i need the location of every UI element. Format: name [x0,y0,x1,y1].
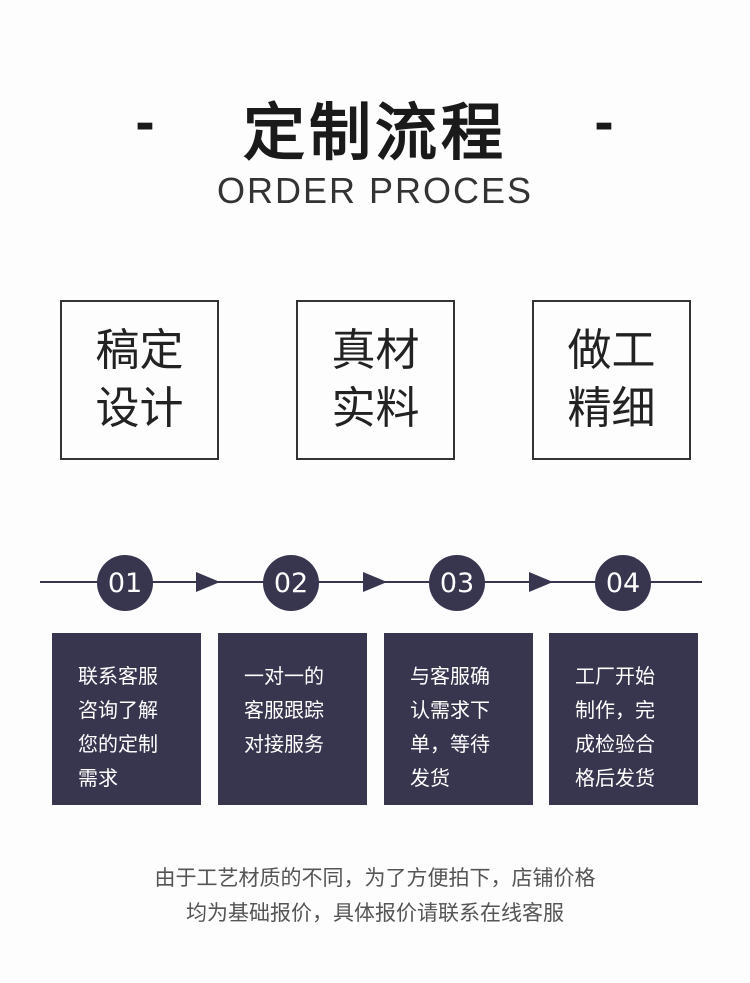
step-card: 与客服确认需求下单，等待发货 [384,633,533,805]
step-card: 联系客服咨询了解您的定制需求 [52,633,201,805]
page-subtitle: ORDER PROCES [216,170,534,211]
step-text: 制作，完 [575,698,655,722]
title-dash-right: - [594,96,614,152]
feature-text: 实料 [331,383,420,434]
step-card: 一对一的客服跟踪对接服务 [218,633,367,805]
step-text: 认需求下 [410,698,490,722]
feature-box: 真材实料 [296,300,455,460]
arrow-right-icon [529,572,553,592]
step-text: 对接服务 [244,732,324,756]
step-card: 工厂开始制作，完成检验合格后发货 [549,633,698,805]
step-text: 需求 [78,766,118,790]
step-text: 您的定制 [78,732,158,756]
step-number-badge: 02 [263,555,319,611]
feature-box: 做工精细 [532,300,691,460]
feature-text: 稿定 [95,325,184,376]
step-number-badge: 03 [429,555,485,611]
feature-text: 设计 [95,383,184,434]
step-text: 发货 [410,766,450,790]
step-text: 客服跟踪 [244,698,324,722]
step-number-badge: 04 [595,555,651,611]
step-text: 一对一的 [244,664,324,688]
arrow-right-icon [196,572,220,592]
arrow-right-icon [363,572,387,592]
step-text: 单，等待 [410,732,490,756]
title-dash-left: - [135,96,155,152]
page-title: 定制流程 [242,96,507,169]
feature-text: 做工 [567,325,656,376]
price-note-line2: 均为基础报价，具体报价请联系在线客服 [186,901,564,925]
step-text: 咨询了解 [78,698,158,722]
step-text: 成检验合 [575,732,655,756]
step-number-badge: 01 [97,555,153,611]
feature-box: 稿定设计 [60,300,219,460]
step-text: 格后发货 [575,766,655,790]
step-text: 联系客服 [78,664,158,688]
step-text: 工厂开始 [575,664,655,688]
step-text: 与客服确 [410,664,490,688]
price-note-line1: 由于工艺材质的不同，为了方便拍下，店铺价格 [154,866,596,890]
feature-text: 真材 [331,325,420,376]
feature-text: 精细 [567,383,656,434]
